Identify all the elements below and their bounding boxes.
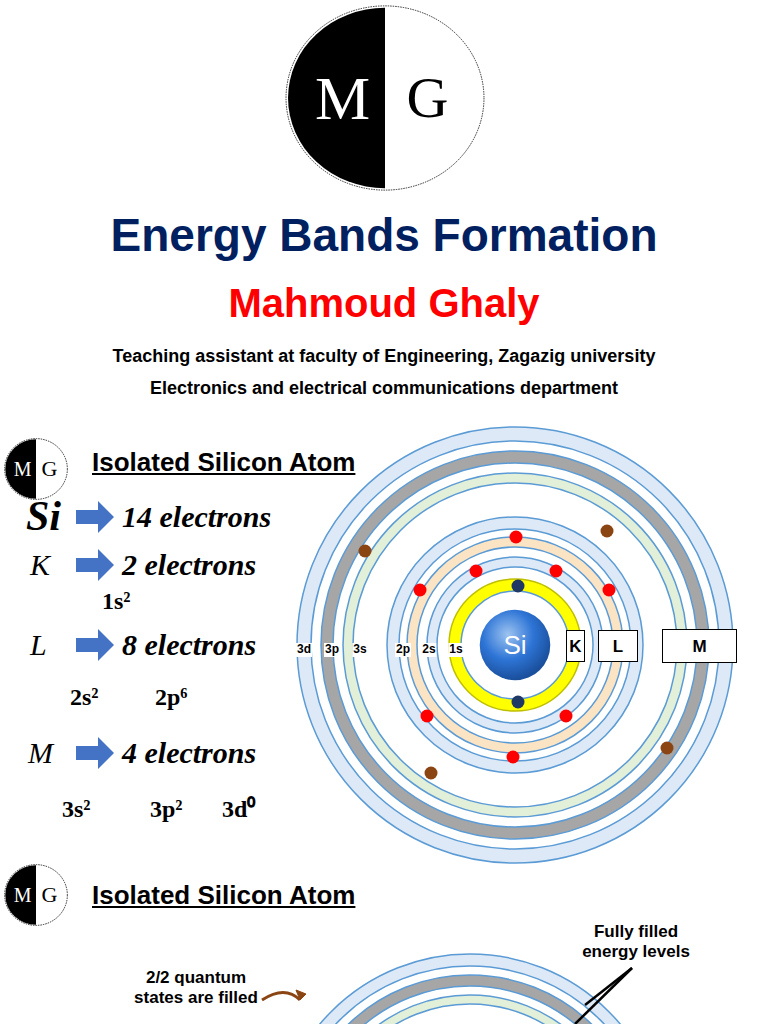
affiliation: Teaching assistant at faculty of Enginee… xyxy=(113,346,656,367)
page-title: Energy Bands Formation xyxy=(111,208,658,262)
logo-badge: MG xyxy=(4,438,68,500)
electron-count: 8 electrons xyxy=(122,628,256,663)
subshell-label: 3s xyxy=(352,643,367,657)
logo-dark-half xyxy=(5,439,36,499)
orbital-config: 1s² xyxy=(102,588,131,616)
shell-name: M xyxy=(28,736,53,771)
nucleus-circle: Si xyxy=(479,609,551,681)
logo-letter-g: G xyxy=(36,458,63,480)
electron-count: 2 electrons xyxy=(122,548,256,583)
department: Electronics and electrical communication… xyxy=(150,378,618,399)
orbital-config: 3s² xyxy=(62,796,91,824)
orbital-config: 3p² xyxy=(150,796,183,824)
subshell-label: 2s xyxy=(421,643,436,657)
subshell-label: 1s xyxy=(448,643,463,657)
logo-outline xyxy=(4,438,68,500)
atom-shells-lower xyxy=(274,954,666,1024)
logo-dark-half xyxy=(5,865,36,925)
shell-box: K xyxy=(566,630,585,662)
logo-ring xyxy=(5,439,68,500)
logo-letter-m: M xyxy=(9,885,36,905)
logo-dark-half xyxy=(288,8,385,188)
orbital-config: 3d⁰ xyxy=(222,796,255,824)
callout-note: Fully filled energy levels xyxy=(566,922,706,961)
section-heading: Isolated Silicon Atom xyxy=(92,881,355,911)
logo-letter-m: M xyxy=(300,67,385,129)
shell-box: L xyxy=(598,630,638,662)
shell-box: M xyxy=(662,629,737,663)
section-heading: Isolated Silicon Atom xyxy=(92,448,355,478)
electrons xyxy=(359,525,674,780)
subshell-label: 3d xyxy=(296,643,312,657)
orbital-config: 2s² xyxy=(70,684,99,712)
electron-count: 14 electrons xyxy=(122,500,271,535)
leader-lines xyxy=(262,968,632,1024)
callout-note: 2/2 quantum states are filled xyxy=(121,968,271,1007)
shell-letter: M xyxy=(692,638,706,655)
shell-name: L xyxy=(30,628,47,663)
logo-ring xyxy=(5,865,68,926)
subshell-label: 3p xyxy=(324,643,340,657)
nucleus-fill xyxy=(480,610,551,681)
shell-name: K xyxy=(30,548,50,583)
shell-letter: K xyxy=(569,638,581,655)
nucleus-symbol: Si xyxy=(503,632,526,658)
logo-letter-g: G xyxy=(385,69,470,127)
list-arrows xyxy=(76,501,114,769)
orbital-config: 2p⁶ xyxy=(155,684,188,712)
shell-letter: L xyxy=(613,638,623,655)
logo-badge: MG xyxy=(4,864,68,926)
logo-outline xyxy=(284,4,486,192)
logo-outline xyxy=(4,864,68,926)
subshell-label: 2p xyxy=(395,643,411,657)
logo-letter-g: G xyxy=(36,884,63,906)
logo-letter-m: M xyxy=(9,459,36,479)
logo-ring xyxy=(286,6,484,190)
logo-badge: MG xyxy=(284,4,486,192)
author-name: Mahmoud Ghaly xyxy=(228,280,539,326)
electron-count: 4 electrons xyxy=(122,736,256,771)
